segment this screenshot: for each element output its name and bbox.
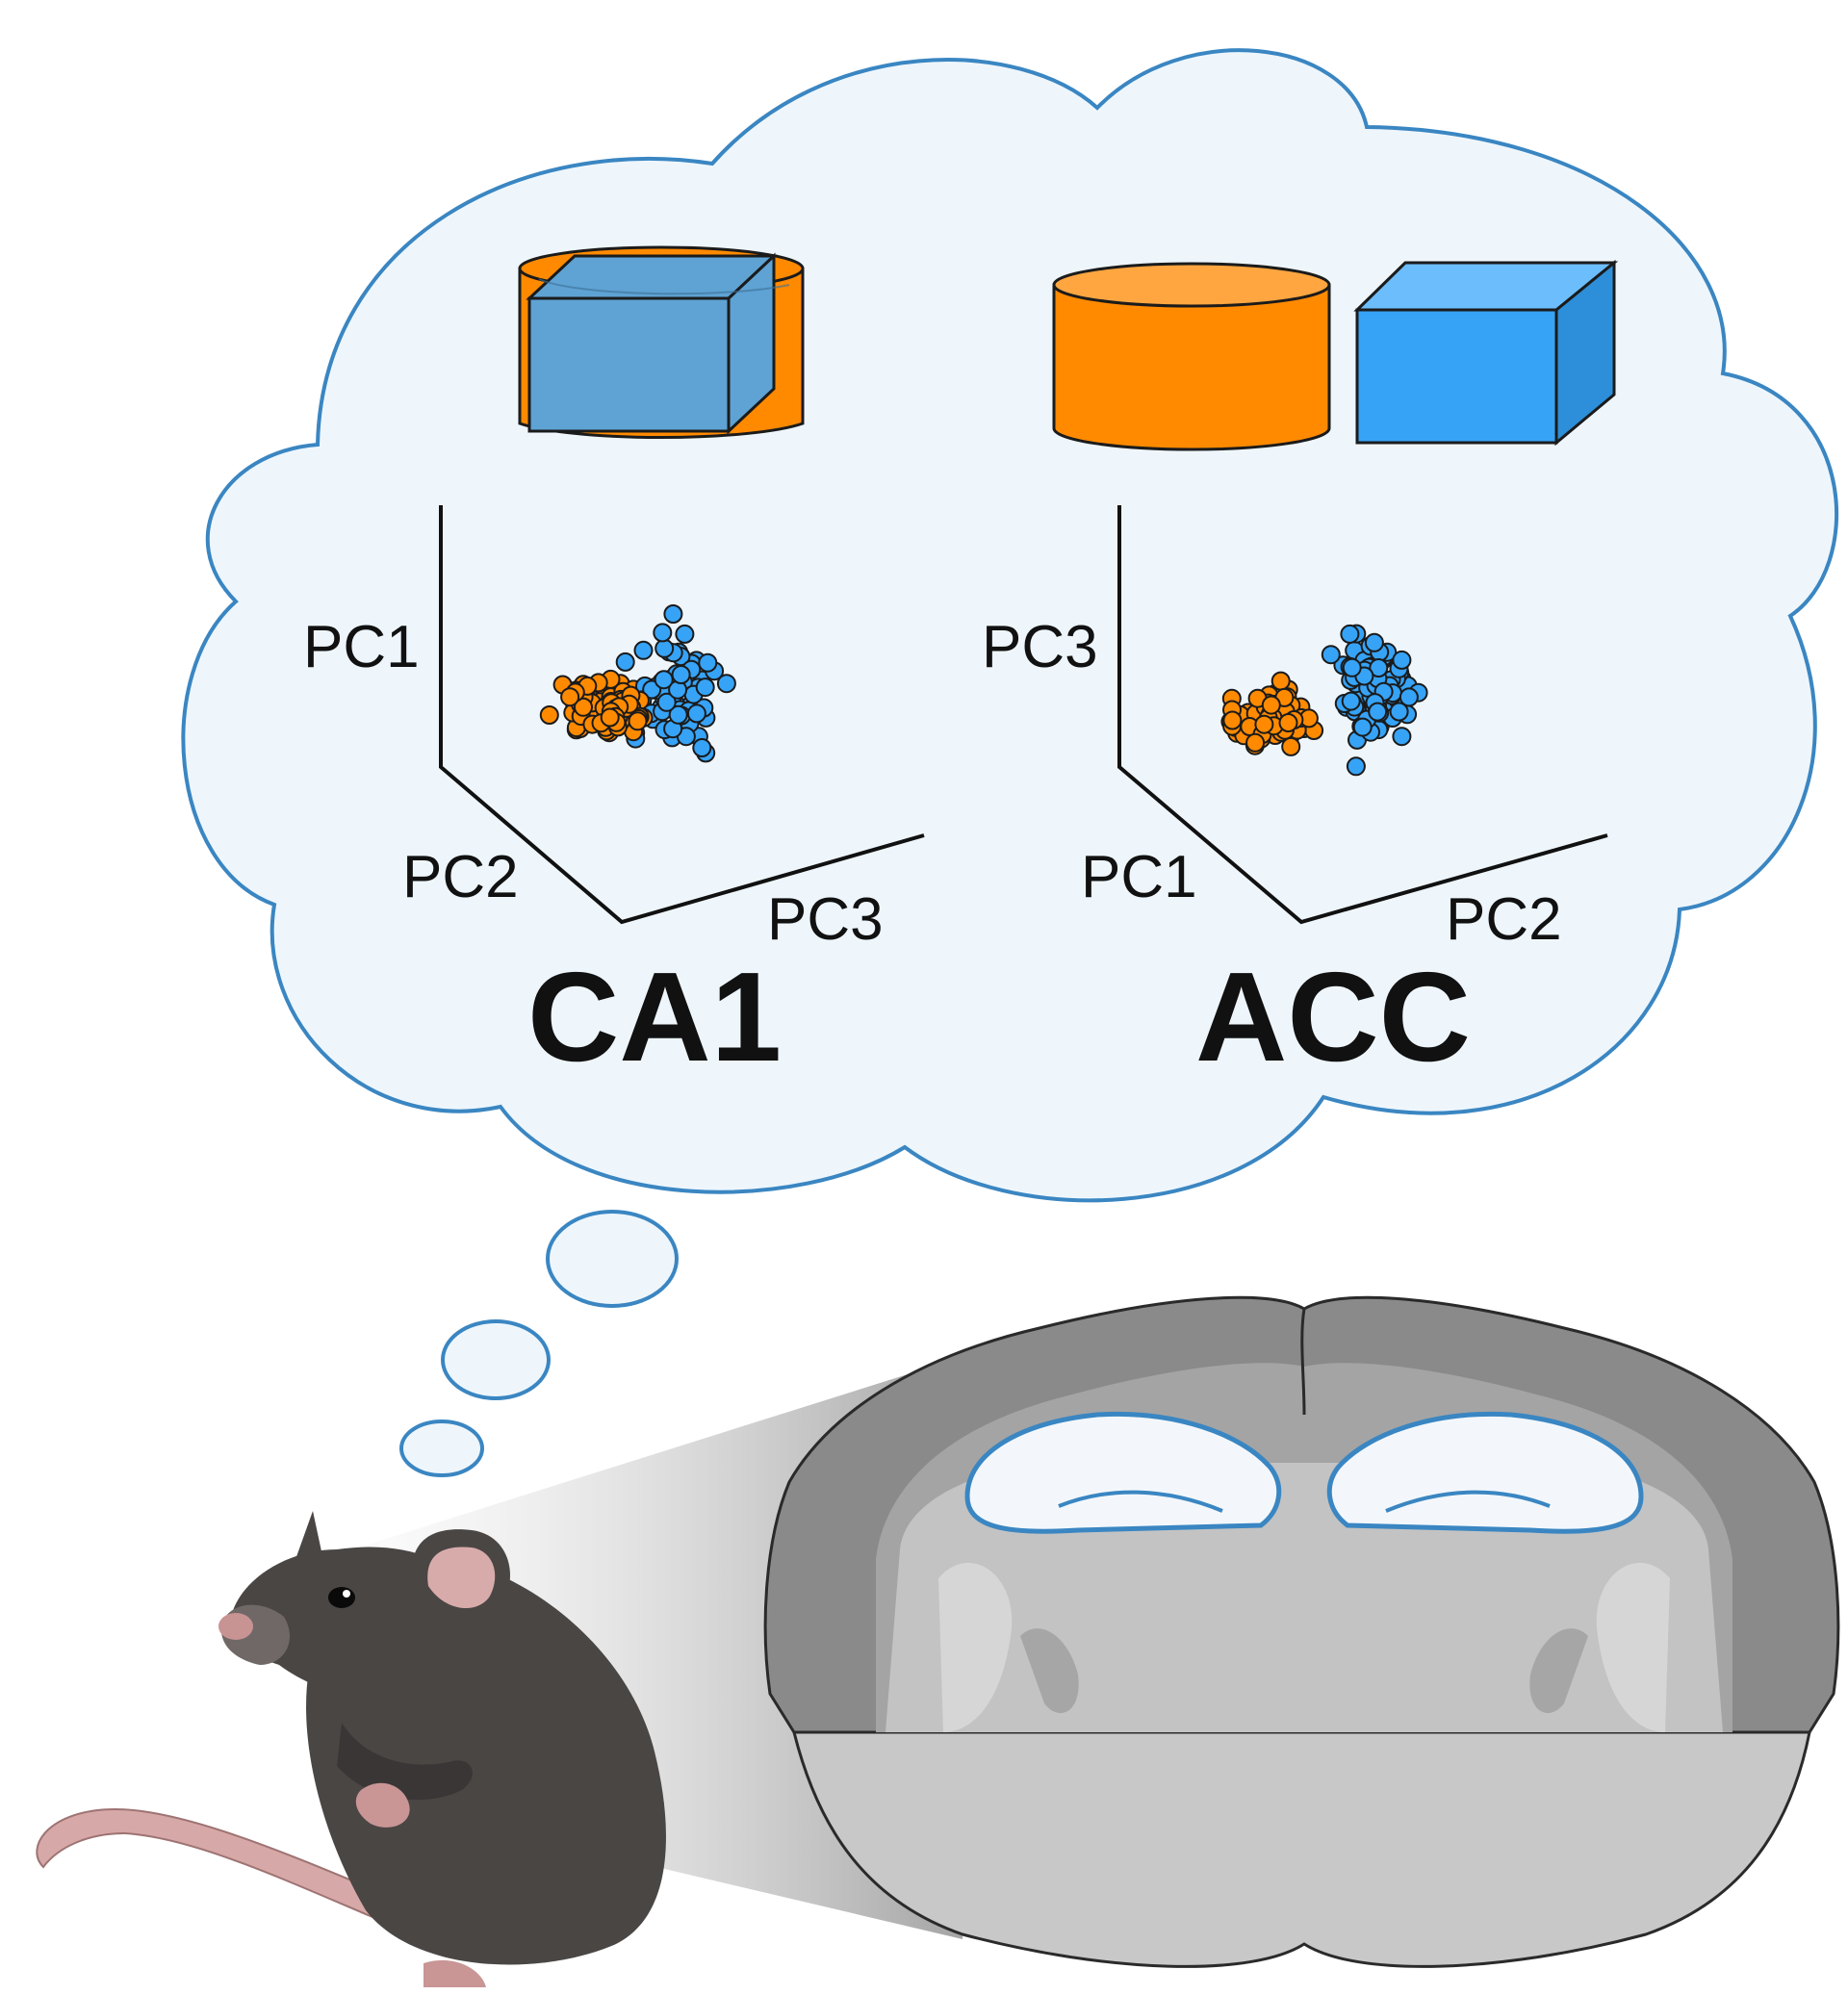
- ca1-point-cylinder: [600, 707, 620, 728]
- acc-point-cube: [1346, 756, 1366, 777]
- ca1-point-cube: [692, 738, 712, 757]
- brain-midline-fissure: [1300, 1308, 1306, 1416]
- ca1-cylinder-rim-behind: [538, 278, 790, 295]
- ca1-point-cylinder: [560, 687, 580, 707]
- mouse-nose: [218, 1613, 253, 1640]
- acc-point-cube: [1368, 702, 1388, 722]
- acc-axes: PC3 PC1 PC2: [982, 505, 1608, 953]
- mouse-ear-inner: [427, 1547, 496, 1609]
- acc-point-cylinder: [1281, 736, 1301, 756]
- ca1-axis-lines: [439, 505, 925, 925]
- ca1-point-cube: [654, 670, 674, 690]
- acc-axis-lines: [1117, 505, 1608, 925]
- acc-point-cylinder: [1270, 671, 1291, 691]
- acc-point-cube: [1389, 702, 1409, 722]
- mouse-ear-back: [289, 1511, 327, 1578]
- mouse-eye-highlight: [343, 1590, 350, 1598]
- mouse-arm: [337, 1723, 473, 1801]
- ca1-point-cube: [671, 665, 691, 684]
- acc-point-cube: [1392, 650, 1412, 670]
- ca1-point-cube: [698, 652, 718, 673]
- ca1-point-cube: [633, 640, 654, 660]
- hippocampus-left-inner: [1058, 1490, 1223, 1513]
- ca1-point-cylinder: [539, 705, 559, 725]
- ca1-point-cube: [663, 604, 683, 624]
- brain-section: [763, 1295, 1840, 1968]
- acc-cylinder: [1052, 283, 1331, 451]
- ca1-point-cube: [654, 638, 675, 658]
- acc-axis-label-vertical: PC3: [982, 614, 1098, 680]
- thought-bubble-medium: [441, 1319, 551, 1400]
- mouse-paw-front: [355, 1782, 410, 1828]
- ca1-point-cube: [668, 704, 688, 725]
- acc-point-cylinder: [1254, 714, 1274, 734]
- ca1-scatter-points: [539, 604, 736, 763]
- brain-striatum-right: [1529, 1628, 1588, 1713]
- brain-lower-body: [792, 1730, 1811, 1968]
- acc-axis-label-horizontal: PC2: [1446, 886, 1562, 953]
- ca1-point-cube: [675, 624, 695, 644]
- ca1-point-cylinder: [574, 697, 593, 717]
- ca1-axis-label-depth: PC2: [402, 844, 519, 910]
- acc-point-cube: [1321, 645, 1341, 665]
- ca1-objects: [518, 245, 805, 440]
- ca1-point-cylinder: [628, 711, 648, 731]
- brain-ventral-structure-left: [938, 1562, 1013, 1732]
- acc-point-cube: [1341, 691, 1361, 711]
- acc-objects: [1052, 259, 1619, 451]
- acc-point-cube: [1342, 657, 1362, 678]
- thought-bubble-small: [399, 1420, 484, 1477]
- acc-point-cylinder: [1261, 695, 1281, 715]
- acc-point-cylinder: [1222, 710, 1243, 730]
- ca1-point-cube: [653, 623, 673, 643]
- acc-point-cube: [1399, 687, 1419, 707]
- acc-cube-side: [1554, 259, 1616, 447]
- acc-point-cube: [1340, 624, 1360, 644]
- acc-point-cube: [1369, 658, 1389, 678]
- acc-point-cylinder: [1245, 732, 1266, 753]
- acc-cube-front: [1355, 308, 1558, 445]
- brain-ventral-structure-right: [1596, 1562, 1670, 1732]
- acc-cylinder-top: [1052, 262, 1331, 308]
- hippocampus-right-inner: [1385, 1490, 1551, 1513]
- acc-region-label: ACC: [1195, 946, 1471, 1087]
- ca1-point-cube: [656, 692, 677, 712]
- acc-point-cube: [1352, 717, 1373, 737]
- mouse: [36, 1511, 666, 1987]
- ca1-cube-front: [527, 296, 731, 433]
- ca1-point-cube: [686, 703, 706, 724]
- ca1-axis-label-vertical: PC1: [303, 614, 420, 680]
- acc-point-cube: [1364, 632, 1384, 652]
- brain-striatum-left: [1020, 1628, 1079, 1713]
- acc-scatter-points: [1220, 624, 1428, 777]
- ca1-axis-label-horizontal: PC3: [767, 886, 884, 953]
- ca1-region-label: CA1: [527, 946, 782, 1087]
- acc-point-cube: [1392, 727, 1412, 747]
- acc-axis-label-depth: PC1: [1081, 844, 1197, 910]
- mouse-paw-hind: [424, 1959, 486, 1987]
- ca1-point-cube: [695, 678, 715, 698]
- acc-point-cylinder: [1278, 713, 1298, 732]
- mouse-eye: [328, 1587, 355, 1608]
- ca1-axes: PC1 PC2 PC3: [303, 505, 925, 953]
- ca1-cube-side: [727, 252, 776, 435]
- thought-bubble-large: [546, 1210, 679, 1308]
- ca1-point-cube: [615, 652, 635, 672]
- ca1-point-cube: [716, 674, 736, 694]
